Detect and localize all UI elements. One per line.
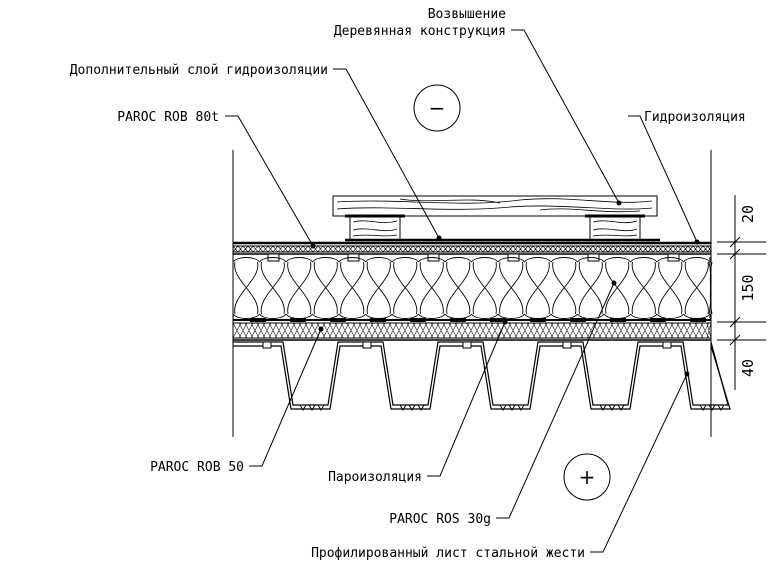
label-waterproofing: Гидроизоляция xyxy=(644,110,746,125)
dimension-line: 20 150 40 xyxy=(717,195,766,390)
label-elevation: Возвышение xyxy=(428,7,506,22)
leader-lines xyxy=(225,29,700,553)
dimension-40: 40 xyxy=(739,359,757,377)
label-rob50: PAROC ROB 50 xyxy=(150,460,244,475)
minus-sign: − xyxy=(429,96,446,120)
profiled-steel-sheet xyxy=(233,341,731,411)
label-ros30g: PAROC ROS 30g xyxy=(389,512,491,527)
label-extra-waterproofing: Дополнительный слой гидроизоляции xyxy=(70,63,328,78)
wooden-support-right xyxy=(589,215,641,241)
dimension-20: 20 xyxy=(739,205,757,223)
plus-zone-circle xyxy=(563,453,611,501)
label-vapour-barrier: Пароизоляция xyxy=(328,470,422,485)
wooden-structure xyxy=(332,195,660,242)
dimension-150: 150 xyxy=(739,274,757,301)
plus-sign: + xyxy=(579,465,596,489)
label-wood-structure: Деревянная конструкция xyxy=(334,24,506,39)
label-rob80t: PAROC ROB 80t xyxy=(117,110,219,125)
main-insulation-layer xyxy=(232,257,713,319)
bottom-board-layer xyxy=(232,318,712,341)
wooden-beam xyxy=(332,195,658,217)
label-steel-sheet: Профилированный лист стальной жести xyxy=(311,546,585,561)
minus-zone-circle xyxy=(413,84,461,132)
wooden-support-left xyxy=(349,215,401,241)
